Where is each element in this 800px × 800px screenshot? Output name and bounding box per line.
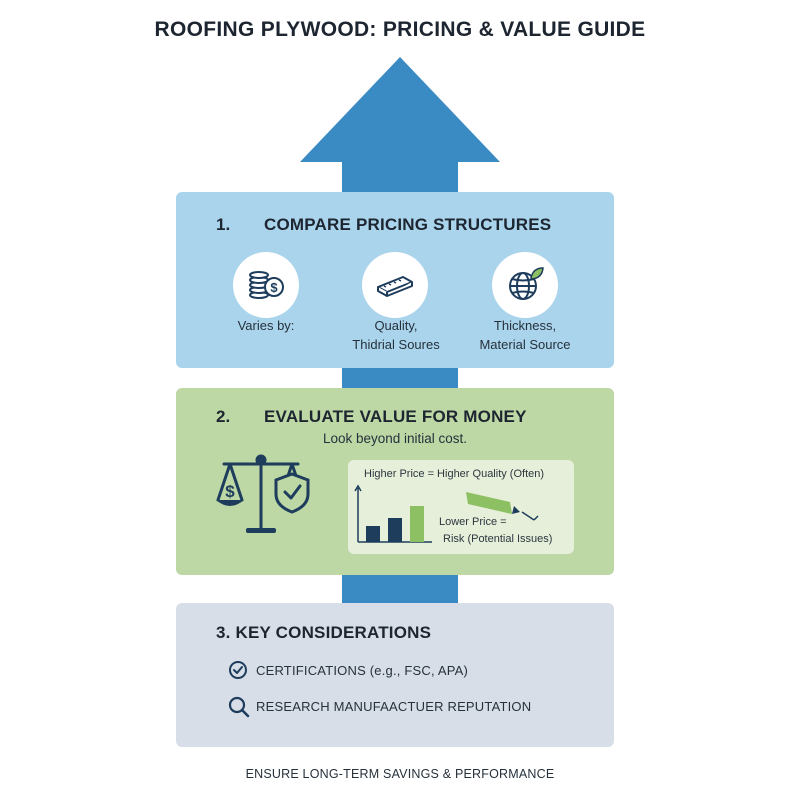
- svg-text:$: $: [270, 280, 278, 295]
- risk-label: Risk (Potential Issues): [443, 533, 553, 545]
- price-quality-chart: Higher Price = Higher Quality (Often) Lo…: [348, 460, 574, 554]
- section-heading: EVALUATE VALUE FOR MONEY: [264, 407, 527, 426]
- section-subtitle: Look beyond initial cost.: [322, 431, 468, 446]
- section-heading: COMPARE PRICING STRUCTURES: [264, 215, 552, 234]
- check-circle-icon: [229, 661, 247, 679]
- section-heading: 3. KEY CONSIDERATIONS: [216, 623, 432, 642]
- item-text: RESEARCH MANUFAACTUER REPUTATION: [256, 699, 532, 714]
- section-number: 2.: [216, 407, 231, 426]
- caption-thickness: Thickness, Material Source: [450, 316, 600, 354]
- globe-leaf-icon: [492, 252, 558, 318]
- section-number: 1.: [216, 215, 231, 234]
- footer-tagline: ENSURE LONG-TERM SAVINGS & PERFORMANCE: [245, 767, 555, 781]
- caption-line: Varies by:: [237, 318, 295, 333]
- page-title: ROOFING PLYWOOD: PRICING & VALUE GUIDE: [154, 18, 646, 41]
- section-key-considerations: 3. KEY CONSIDERATIONS CERTIFICATIONS (e.…: [176, 603, 614, 747]
- caption-varies-by: Varies by:: [191, 316, 341, 335]
- upward-arrow-head: [300, 57, 500, 162]
- plywood-sheets-icon: [362, 252, 428, 318]
- caption-line: Quality,: [374, 318, 418, 333]
- balance-scale-shield-icon: $: [216, 452, 336, 547]
- lower-price-label: Lower Price =: [439, 516, 507, 528]
- section-compare-pricing: 1. COMPARE PRICING STRUCTURES $: [176, 192, 614, 368]
- caption-quality: Quality, Thidrial Soures: [321, 316, 471, 354]
- caption-line: Thickness,: [493, 318, 557, 333]
- caption-line: Material Source: [479, 337, 571, 352]
- item-text: CERTIFICATIONS (e.g., FSC, APA): [256, 663, 469, 678]
- higher-price-label: Higher Price = Higher Quality (Often): [364, 468, 545, 480]
- section-evaluate-value: 2. EVALUATE VALUE FOR MONEY Look beyond …: [176, 388, 614, 575]
- svg-text:$: $: [225, 482, 235, 501]
- coins-dollar-icon: $: [233, 252, 299, 318]
- magnifier-icon: [228, 696, 250, 718]
- caption-line: Thidrial Soures: [352, 337, 440, 352]
